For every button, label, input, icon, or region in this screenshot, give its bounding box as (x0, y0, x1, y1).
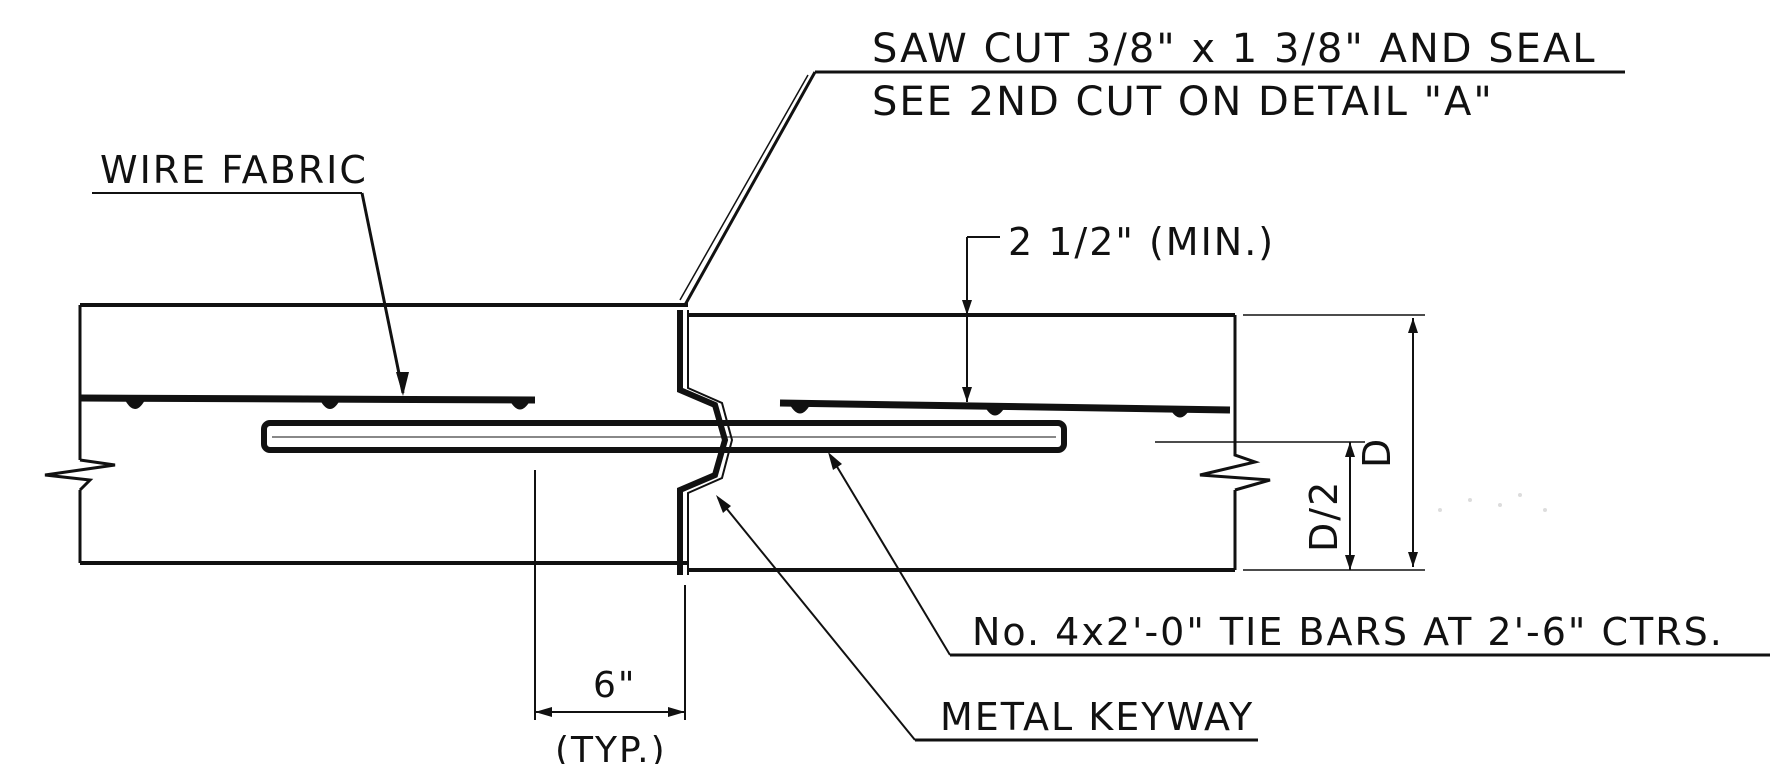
depth-label: D (1355, 437, 1399, 468)
spacing-dimension (534, 470, 686, 720)
saw-cut-label-line2: SEE 2ND CUT ON DETAIL "A" (872, 79, 1494, 125)
saw-cut-label-line1: SAW CUT 3/8" x 1 3/8" AND SEAL (872, 26, 1597, 72)
slab-right (688, 313, 1271, 572)
slab-left (44, 303, 688, 565)
wire-fabric-bars (79, 394, 1231, 418)
keyway-joint-profile (677, 310, 729, 575)
depth-dimension (1243, 314, 1425, 571)
half-depth-dimension (1155, 441, 1365, 570)
spacing-label: 6" (593, 665, 636, 706)
tie-bars-leader (828, 452, 1770, 657)
spacing-note-label: (TYP.) (555, 730, 667, 764)
metal-keyway-leader (716, 495, 1258, 742)
keyway-joint-profile-inner (687, 310, 734, 575)
cover-min-label: 2 1/2" (MIN.) (1008, 220, 1275, 264)
wire-fabric-label: WIRE FABRIC (100, 148, 368, 192)
cover-dimension (962, 236, 1000, 402)
saw-cut-leader (679, 70, 1625, 306)
tie-bars-label: No. 4x2'-0" TIE BARS AT 2'-6" CTRS. (972, 610, 1724, 654)
half-depth-label: D/2 (1302, 480, 1346, 552)
scan-smudge (1438, 493, 1547, 512)
wire-fabric-leader (92, 192, 409, 396)
tie-bar (261, 420, 1067, 453)
metal-keyway-label: METAL KEYWAY (940, 695, 1254, 739)
